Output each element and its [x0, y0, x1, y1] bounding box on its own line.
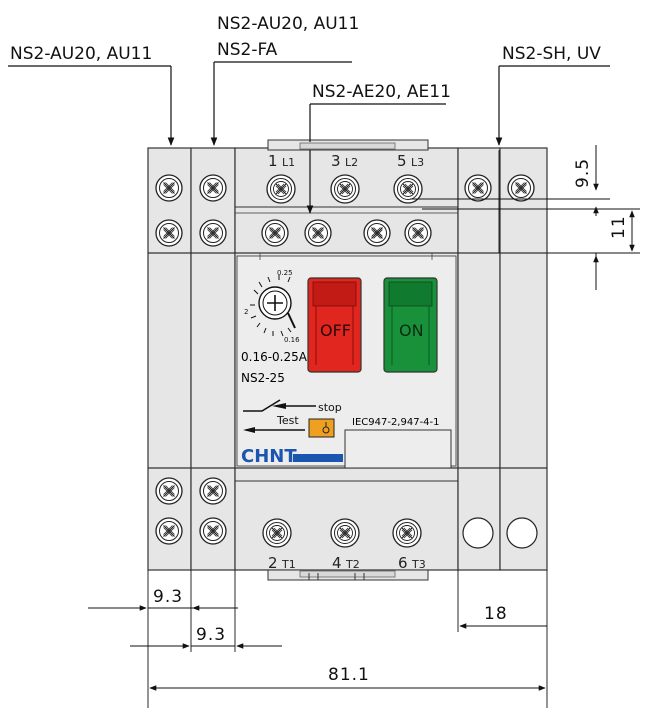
- label-aux-top-line1: NS2-AU20, AU11: [217, 14, 359, 34]
- bottom-terminal-labels: 2 T1 4 T2 6 T3: [268, 554, 426, 572]
- current-range: 0.16-0.25A: [241, 350, 308, 364]
- label-aux-front: NS2-AE20, AE11: [312, 82, 451, 102]
- terminal-6-number: 6: [398, 554, 408, 572]
- dim-aux-width-1: 9.3: [153, 587, 183, 607]
- current-dial[interactable]: 0.25 2 0.16: [244, 269, 300, 344]
- stop-label: stop: [318, 401, 342, 414]
- terminal-4-sub: T2: [345, 558, 360, 571]
- terminal-1-number: 1: [268, 152, 278, 170]
- dial-ticks-icon: [250, 275, 292, 337]
- terminal-2-number: 2: [268, 554, 278, 572]
- dimensions: 9.5 11 9.3 9.3 18 81.1: [88, 145, 640, 708]
- terminal-4-number: 4: [332, 554, 342, 572]
- dim-terminal-pitch: 11: [609, 215, 629, 239]
- terminal-5-number: 5: [397, 152, 407, 170]
- test-button[interactable]: [308, 418, 335, 438]
- label-shunt: NS2-SH, UV: [502, 44, 601, 64]
- test-button-body[interactable]: [308, 418, 335, 438]
- dim-total-width: 81.1: [328, 665, 370, 685]
- terminal-3-number: 3: [331, 152, 341, 170]
- terminal-1-sub: L1: [282, 156, 295, 169]
- dial-left-value: 2: [244, 308, 248, 316]
- brand-name: CHNT: [241, 446, 297, 467]
- label-aux-left: NS2-AU20, AU11: [10, 44, 152, 64]
- off-button[interactable]: OFF: [307, 277, 362, 373]
- dim-terminal-top-offset: 9.5: [573, 158, 593, 188]
- terminal-5-sub: L3: [411, 156, 424, 169]
- callouts: NS2-AU20, AU11 NS2-AU20, AU11 NS2-FA NS2…: [8, 14, 610, 253]
- dim-aux-width-2: 9.3: [196, 625, 226, 645]
- off-label: OFF: [320, 321, 351, 340]
- label-aux-top-line2: NS2-FA: [217, 40, 278, 60]
- dial-bottom-value: 0.16: [284, 336, 300, 344]
- dial-top-value: 0.25: [277, 269, 293, 277]
- model-number: NS2-25: [241, 371, 285, 385]
- stop-test-symbol: stop Test: [243, 399, 342, 433]
- top-terminal-labels: 1 L1 3 L2 5 L3: [268, 152, 424, 170]
- terminal-2-sub: T1: [281, 558, 296, 571]
- terminal-6-sub: T3: [411, 558, 426, 571]
- on-button[interactable]: ON: [383, 277, 438, 373]
- test-label: Test: [276, 414, 299, 427]
- brand-logo: CHNT: [241, 446, 343, 467]
- terminal-3-sub: L2: [345, 156, 358, 169]
- on-label: ON: [399, 321, 424, 340]
- bottom-terminal-screws: [155, 477, 538, 549]
- standard-text: IEC947-2,947-4-1: [352, 417, 440, 428]
- dim-shunt-width: 18: [484, 604, 508, 624]
